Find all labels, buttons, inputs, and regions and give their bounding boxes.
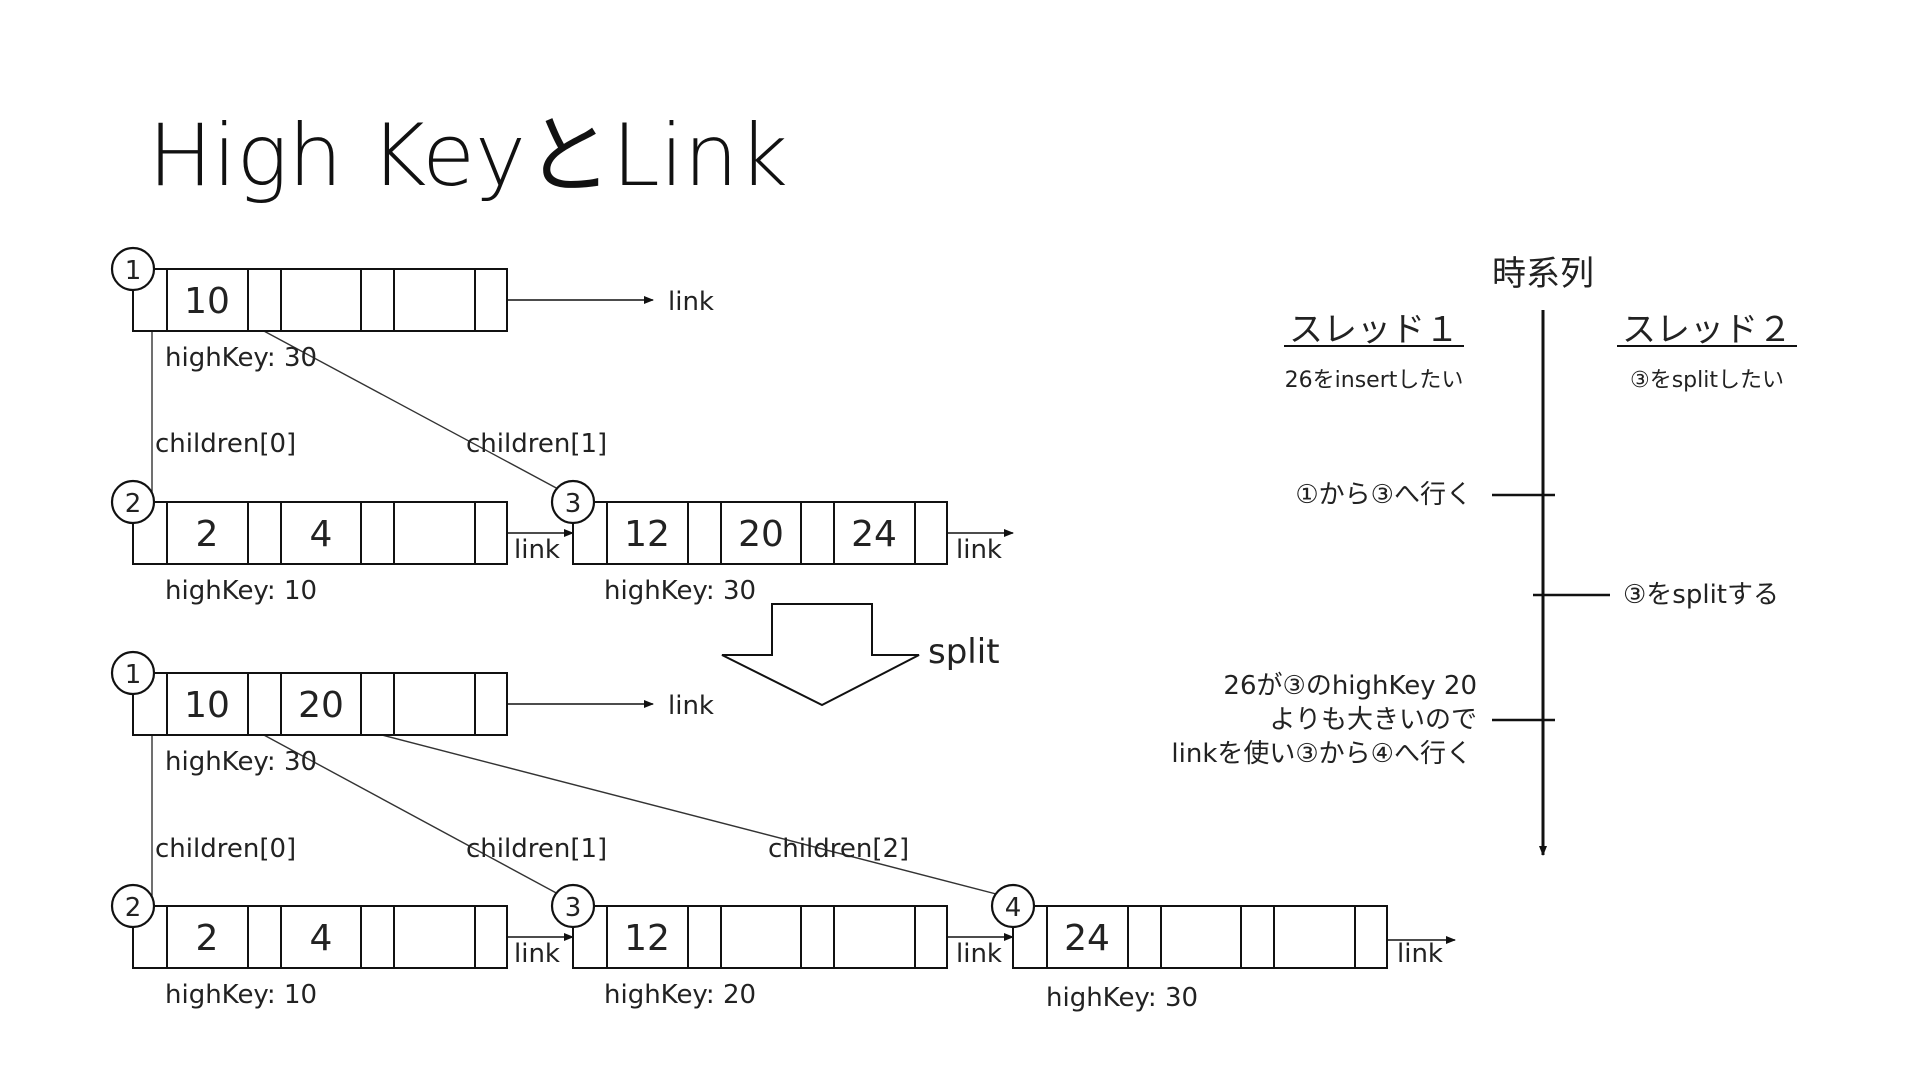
edge-label-before-children-1: children[1] xyxy=(466,429,607,459)
edge-label-before-children-0: children[0] xyxy=(155,429,296,459)
high-key-label: highKey: 30 xyxy=(604,576,756,606)
event-t1-second-line-3: linkを使い③から④へ行く xyxy=(1171,739,1472,769)
thread2-goal: ③をsplitしたい xyxy=(1630,368,1784,393)
node-after-root: 10 20 1 highKey: 30 link xyxy=(110,650,714,777)
key-cell: 24 xyxy=(1064,918,1110,959)
high-key-label: highKey: 30 xyxy=(165,747,317,777)
event-t2-split: ③をsplitする xyxy=(1623,580,1779,610)
node-after-3: 12 3 highKey: 20 link xyxy=(550,883,1014,1010)
edge-label-after-children-0: children[0] xyxy=(155,834,296,864)
edge-after-children-1 xyxy=(261,733,561,896)
node-before-left: 2 4 2 highKey: 10 link xyxy=(110,479,574,606)
thread1-goal: 26をinsertしたい xyxy=(1285,368,1464,393)
key-cell: 20 xyxy=(738,514,784,555)
event-t1-second-line-2: よりも大きいので xyxy=(1270,705,1477,735)
node-marker: 1 xyxy=(125,660,142,690)
high-key-label: highKey: 10 xyxy=(165,576,317,606)
high-key-label: highKey: 30 xyxy=(165,343,317,373)
timeline: 時系列 スレッド１ 26をinsertしたい スレッド２ ③をsplitしたい … xyxy=(1171,254,1797,856)
link-label: link xyxy=(1397,939,1443,969)
before-split-diagram: children[0] children[1] 10 1 highKey: 30… xyxy=(110,246,1014,606)
edge-after-children-2 xyxy=(377,733,1001,896)
node-after-2: 2 4 2 highKey: 10 link xyxy=(110,883,574,1010)
split-label: split xyxy=(928,632,1000,672)
key-cell: 4 xyxy=(310,514,333,555)
key-cell: 24 xyxy=(851,514,897,555)
node-marker: 2 xyxy=(125,893,142,923)
event-t1-second-line-1: 26が③のhighKey 20 xyxy=(1223,671,1477,701)
node-before-root: 10 1 highKey: 30 link xyxy=(110,246,714,373)
key-cell: 2 xyxy=(196,514,219,555)
node-marker: 1 xyxy=(125,256,142,286)
node-marker: 3 xyxy=(565,489,582,519)
link-label: link xyxy=(668,691,714,721)
thread1-heading: スレッド１ xyxy=(1289,310,1459,350)
thread2-heading: スレッド２ xyxy=(1622,310,1792,350)
event-t1-first: ①から③へ行く xyxy=(1295,480,1472,510)
key-cell: 2 xyxy=(196,918,219,959)
key-cell: 4 xyxy=(310,918,333,959)
edge-label-after-children-2: children[2] xyxy=(768,834,909,864)
node-after-4: 24 4 highKey: 30 link xyxy=(990,883,1456,1013)
key-cell: 10 xyxy=(184,281,230,322)
split-arrow: split xyxy=(721,603,1000,707)
key-cell: 12 xyxy=(624,514,670,555)
high-key-label: highKey: 10 xyxy=(165,980,317,1010)
timeline-title: 時系列 xyxy=(1492,254,1594,294)
edge-before-children-1 xyxy=(261,329,561,491)
key-cell: 20 xyxy=(298,685,344,726)
link-label: link xyxy=(668,287,714,317)
key-cell: 10 xyxy=(184,685,230,726)
after-split-diagram: children[0] children[1] children[2] 10 2… xyxy=(110,650,1456,1013)
key-cell: 12 xyxy=(624,918,670,959)
link-label: link xyxy=(956,535,1002,565)
node-marker: 3 xyxy=(565,893,582,923)
high-key-label: highKey: 20 xyxy=(604,980,756,1010)
link-label: link xyxy=(956,939,1002,969)
node-before-right: 12 20 24 3 highKey: 30 link xyxy=(550,479,1014,606)
link-label: link xyxy=(514,535,560,565)
edge-label-after-children-1: children[1] xyxy=(466,834,607,864)
slide-title: High KeyとLink xyxy=(148,106,788,206)
high-key-label: highKey: 30 xyxy=(1046,983,1198,1013)
link-label: link xyxy=(514,939,560,969)
node-marker: 4 xyxy=(1005,893,1022,923)
node-marker: 2 xyxy=(125,489,142,519)
